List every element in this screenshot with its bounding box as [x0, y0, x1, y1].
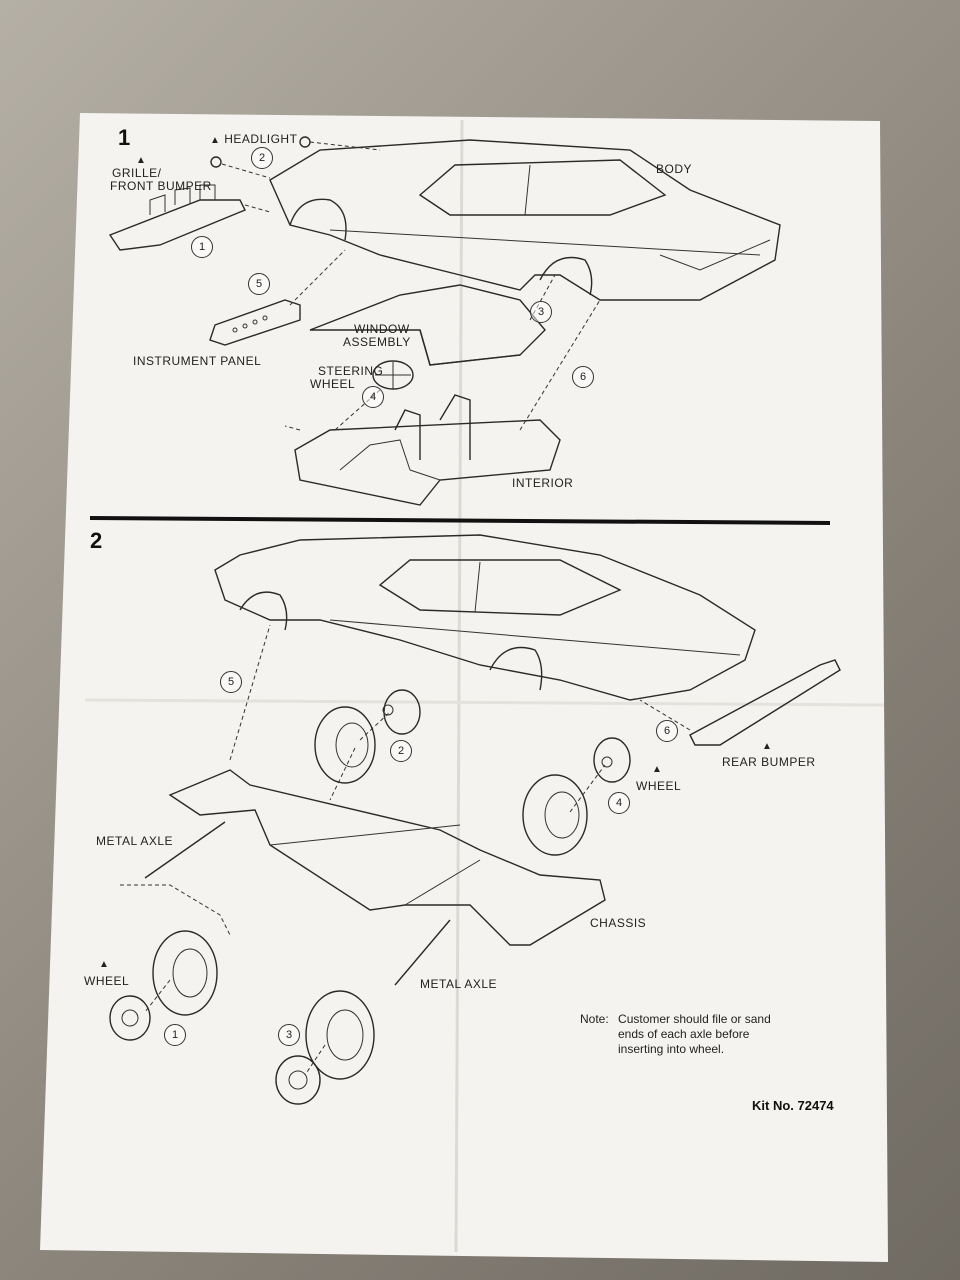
step1-body-drawing — [269, 139, 781, 301]
marker-triangle: ▲ — [210, 135, 221, 146]
label-grille: GRILLE/ — [112, 166, 162, 180]
label-wheel-right: WHEEL — [636, 779, 682, 793]
label-interior: INTERIOR — [512, 476, 574, 490]
step1-instrument-panel-drawing — [209, 299, 301, 346]
label-steering-wheel-line1: STEERING — [318, 364, 384, 378]
step2-rear-bumper-drawing — [689, 659, 841, 746]
kit-value: 72474 — [797, 1098, 834, 1113]
label-window-assembly-line1: WINDOW — [354, 322, 410, 336]
marker-rear-bumper: ▲ — [762, 741, 773, 752]
note-line1: Customer should file or sand — [618, 1012, 771, 1026]
step2-rim-rear-right — [593, 737, 631, 783]
label-wheel-left: WHEEL — [84, 974, 130, 988]
step2-body-drawing — [214, 534, 756, 701]
step2-front-axle-drawing — [144, 821, 226, 879]
marker-wheel-right: ▲ — [652, 764, 663, 775]
step1-window-assembly-drawing — [309, 284, 546, 366]
step2-part-4: 4 — [608, 792, 630, 814]
label-front-bumper: FRONT BUMPER — [110, 179, 212, 193]
step2-part-6: 6 — [656, 720, 678, 742]
step2-part-3: 3 — [278, 1024, 300, 1046]
step2-rim-front-left — [109, 995, 151, 1041]
step1-part-6: 6 — [572, 366, 594, 388]
step2-tire-rear-left — [305, 990, 375, 1080]
step1-part-1: 1 — [191, 236, 213, 258]
step1-steering-wheel-drawing — [372, 360, 414, 390]
kit-number: Kit No. 72474 — [752, 1098, 834, 1113]
note-line2: ends of each axle before — [618, 1027, 750, 1041]
step1-grille-bumper-drawing — [108, 184, 246, 251]
label-metal-axle-front: METAL AXLE — [96, 834, 174, 848]
step1-part-4: 4 — [362, 386, 384, 408]
step2-tire-front-left — [152, 930, 218, 1016]
label-headlight: ▲ HEADLIGHT — [210, 132, 298, 146]
step1-interior-drawing — [294, 394, 561, 506]
axle-note: Note: Customer should file or sand — [580, 1012, 771, 1027]
step2-part-5: 5 — [220, 671, 242, 693]
step1-part-2: 2 — [251, 147, 273, 169]
step1-part-3: 3 — [530, 301, 552, 323]
step1-number: 1 — [118, 125, 131, 150]
step2-part-1: 1 — [164, 1024, 186, 1046]
label-metal-axle-rear: METAL AXLE — [420, 977, 498, 991]
step2-chassis-drawing — [168, 769, 606, 946]
step2-tire-front-right — [314, 706, 376, 784]
step2-rear-axle-drawing — [394, 919, 451, 986]
label-body: BODY — [656, 162, 693, 176]
label-instrument-panel: INSTRUMENT PANEL — [133, 354, 262, 368]
label-chassis: CHASSIS — [590, 916, 647, 930]
step2-rim-front-right — [382, 689, 421, 735]
step2-rim-rear-left — [275, 1055, 321, 1105]
marker-grille: ▲ — [136, 155, 147, 166]
fold-line-horizontal — [84, 698, 885, 707]
step2-number: 2 — [90, 528, 103, 553]
section-divider — [89, 516, 831, 525]
label-window-assembly-line2: ASSEMBLY — [343, 335, 411, 349]
step2-tire-rear-right — [522, 774, 588, 856]
note-line3: inserting into wheel. — [618, 1042, 725, 1056]
note-prefix: Note: — [580, 1012, 609, 1026]
label-rear-bumper: REAR BUMPER — [722, 755, 816, 769]
step2-part-2: 2 — [390, 740, 412, 762]
fold-line-vertical — [454, 119, 464, 1253]
paper — [40, 113, 888, 1262]
step1-part-5: 5 — [248, 273, 270, 295]
kit-prefix: Kit No. — [752, 1098, 794, 1113]
label-steering-wheel-line2: WHEEL — [310, 377, 356, 391]
marker-wheel-left: ▲ — [99, 959, 110, 970]
